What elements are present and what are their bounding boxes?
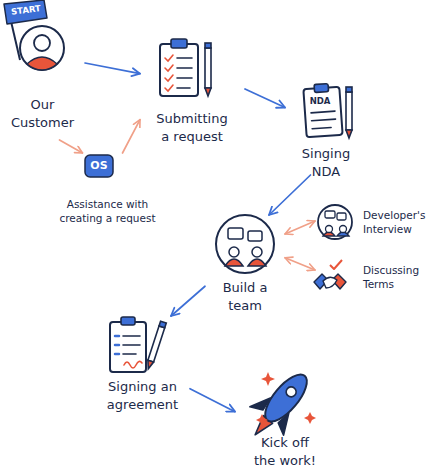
pencil-body bbox=[205, 48, 211, 88]
step-node: Developer's Interview bbox=[315, 203, 440, 243]
text-lines bbox=[177, 58, 192, 88]
signature bbox=[124, 361, 142, 368]
speech-bubble bbox=[248, 231, 262, 241]
speech-bubble bbox=[228, 228, 243, 239]
clipboard-clip bbox=[121, 317, 135, 325]
person-head bbox=[340, 226, 347, 233]
interview-circle bbox=[318, 205, 352, 239]
person-head bbox=[229, 247, 239, 257]
customer-icon bbox=[4, 0, 64, 70]
flow-arrow bbox=[269, 175, 311, 215]
pencil-body bbox=[148, 326, 165, 362]
person-body bbox=[225, 259, 243, 266]
step-label: Developer's Interview bbox=[363, 208, 440, 236]
step-label: Build a team bbox=[219, 279, 271, 314]
clipboard-clip bbox=[314, 84, 329, 93]
flow-arrow bbox=[60, 140, 83, 153]
nda-sheet bbox=[303, 83, 343, 137]
flow-arrow bbox=[123, 120, 141, 153]
rocket-body bbox=[258, 368, 314, 428]
person-head bbox=[252, 247, 262, 257]
team-icon bbox=[216, 215, 274, 273]
check-mark bbox=[330, 260, 342, 269]
clipboard-board bbox=[303, 87, 342, 137]
start-flag bbox=[4, 0, 47, 24]
step-node: Our Customer bbox=[0, 0, 85, 140]
step-node: Kick off the work! bbox=[235, 368, 335, 465]
step-label: OS bbox=[85, 155, 113, 177]
step-node: Submitting a request bbox=[140, 38, 245, 140]
flow-arrow bbox=[85, 63, 140, 74]
pencil-cap bbox=[205, 43, 211, 48]
nda-clipboard bbox=[303, 83, 352, 138]
clipboard-board bbox=[110, 322, 146, 372]
os-badge bbox=[85, 155, 113, 177]
person-head bbox=[326, 226, 333, 233]
step-label: Signing an agreement bbox=[100, 378, 185, 413]
step-label: Singing NDA bbox=[291, 145, 361, 180]
speech-bubble bbox=[337, 213, 346, 220]
flow-arrow bbox=[171, 286, 205, 316]
pencil-tip bbox=[346, 130, 352, 138]
clasped-hands bbox=[323, 277, 337, 288]
step-node: Discussing Terms bbox=[315, 258, 440, 298]
agreement-clipboard bbox=[110, 317, 166, 372]
interview-icon bbox=[318, 205, 352, 239]
step-node: NDASinging NDA bbox=[285, 85, 370, 175]
text-lines bbox=[123, 336, 140, 354]
person-body bbox=[248, 259, 266, 266]
clipboard-clip bbox=[171, 39, 187, 48]
flow-arrow bbox=[285, 258, 315, 270]
text-lines bbox=[311, 111, 336, 129]
handshake-icon bbox=[314, 260, 346, 289]
star bbox=[261, 372, 275, 386]
flow-arrow bbox=[190, 389, 235, 412]
step-label: Kick off the work! bbox=[252, 434, 318, 467]
rocket-window bbox=[284, 385, 298, 399]
step-label: Assistance with creating a request bbox=[45, 197, 170, 225]
pencil-tip bbox=[145, 360, 153, 369]
check-ticks bbox=[165, 55, 173, 91]
request-clipboard bbox=[160, 39, 211, 96]
pencil bbox=[145, 321, 166, 369]
avatar-circle bbox=[20, 26, 64, 70]
step-label: Discussing Terms bbox=[363, 263, 440, 291]
star bbox=[304, 412, 316, 424]
pencil-tip bbox=[205, 88, 211, 96]
speech-bubble bbox=[325, 211, 335, 218]
flow-arrow bbox=[245, 89, 285, 108]
flow-arrow bbox=[285, 221, 315, 234]
step-node: OS Assistance with creating a request bbox=[45, 153, 170, 223]
step-label: NDA bbox=[305, 96, 335, 107]
pencil-cap bbox=[159, 321, 166, 328]
pencil-body bbox=[346, 92, 352, 130]
avatar-body bbox=[27, 57, 57, 70]
star bbox=[256, 414, 268, 426]
pencil-cap bbox=[346, 87, 352, 92]
clipboard-board bbox=[160, 44, 198, 96]
step-node: Build a team bbox=[205, 215, 285, 310]
step-label: Our Customer bbox=[5, 96, 80, 131]
team-circle bbox=[216, 215, 274, 273]
step-label: Submitting a request bbox=[152, 110, 232, 145]
bullet-marks bbox=[115, 336, 119, 354]
avatar-head bbox=[34, 35, 50, 51]
step-node: Signing an agreement bbox=[95, 316, 190, 413]
